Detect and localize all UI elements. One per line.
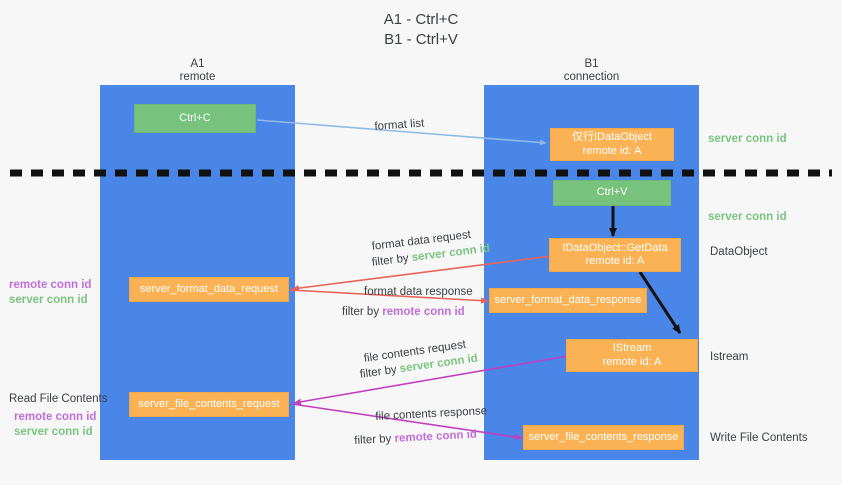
node-idataobject[interactable]: 仅行IDataObject remote id: A (550, 128, 674, 161)
side-write-file-contents-text: Write File Contents (710, 432, 808, 444)
side-label-dataobject: DataObject (710, 245, 768, 260)
side-label-write-file-contents: Write File Contents (710, 431, 808, 446)
arrow-format-list (256, 119, 547, 146)
side-dataobject-text: DataObject (710, 246, 768, 258)
node-idataobject-getdata[interactable]: IDataObject::GetData remote id: A (549, 238, 681, 272)
arrow-format-data-response (289, 289, 489, 304)
side-left-remote-conn-id-2-text: remote conn id (14, 411, 97, 423)
node-getdata-label: IDataObject::GetData (562, 241, 668, 254)
side-server-conn-id-2-text: server conn id (708, 211, 787, 223)
lane-header-b1: B1 connection (524, 58, 659, 84)
lane-b1-subtitle: connection (563, 71, 620, 83)
lane-b1-title: B1 (584, 58, 599, 70)
side-label-istream: Istream (710, 350, 748, 365)
node-idataobject-sublabel: remote id: A (582, 144, 642, 157)
format-data-response-text: format data response (364, 286, 473, 298)
side-read-file-contents-text: Read File Contents (9, 393, 108, 405)
side-server-conn-id-1-text: server conn id (708, 133, 787, 145)
node-ctrl-c[interactable]: Ctrl+C (134, 104, 256, 133)
node-server-format-data-request[interactable]: server_format_data_request (129, 277, 289, 302)
side-left-remote-conn-id-1-text: remote conn id (9, 279, 92, 291)
side-left-server-conn-id-1-text: server conn id (9, 294, 88, 306)
format-list-text: format list (374, 117, 425, 133)
node-istream-label: IStream (612, 342, 652, 354)
arrow-getdata-to-istream (638, 271, 682, 334)
side-label-server-conn-id-top: server conn id (708, 132, 787, 147)
node-server-file-contents-request-label: server_file_contents_request (138, 397, 280, 410)
filter-by-text-2: filter by (342, 306, 380, 318)
node-server-file-contents-response[interactable]: server_file_contents_response (523, 425, 684, 450)
node-idataobject-label: 仅行IDataObject (571, 131, 653, 143)
side-label-conn-ids-bottom: remote conn id server conn id (14, 410, 96, 440)
side-left-server-conn-id-2-text: server conn id (14, 426, 93, 438)
arrow-format-data-request (291, 255, 553, 292)
remote-conn-id-text-1: remote conn id (382, 306, 465, 318)
node-istream-sublabel: remote id: A (602, 355, 662, 368)
node-ctrl-c-label: Ctrl+C (179, 111, 211, 124)
node-server-format-data-response-label: server_format_data_response (494, 293, 642, 306)
side-label-server-conn-id-second: server conn id (708, 210, 787, 225)
filter-by-text-4: filter by (354, 433, 392, 447)
edge-label-format-data-response: format data response (364, 285, 473, 299)
node-server-format-data-request-label: server_format_data_request (139, 282, 279, 295)
lane-a1-title: A1 (190, 58, 205, 70)
title-line-1: A1 - Ctrl+C (383, 11, 459, 28)
node-server-format-data-response[interactable]: server_format_data_response (489, 288, 647, 313)
lane-a1-subtitle: remote (179, 71, 216, 83)
page-title: A1 - Ctrl+C B1 - Ctrl+V (0, 10, 842, 50)
side-label-read-file-contents: Read File Contents (9, 392, 107, 407)
side-istream-text: Istream (710, 351, 749, 363)
title-line-2: B1 - Ctrl+V (384, 31, 458, 48)
arrow-file-contents-response (291, 403, 523, 441)
arrow-file-contents-request (293, 355, 569, 405)
node-server-file-contents-response-label: server_file_contents_response (528, 430, 679, 443)
node-server-file-contents-request[interactable]: server_file_contents_request (129, 392, 289, 417)
node-istream[interactable]: IStream remote id: A (566, 339, 698, 372)
node-getdata-sublabel: remote id: A (585, 255, 645, 267)
node-ctrl-v-label: Ctrl+V (596, 186, 628, 199)
lane-header-a1: A1 remote (130, 58, 265, 84)
edge-label-format-data-response-filter: filter by remote conn id (342, 305, 465, 319)
side-label-conn-ids-top: remote conn id server conn id (9, 278, 91, 308)
node-ctrl-v[interactable]: Ctrl+V (553, 180, 671, 206)
